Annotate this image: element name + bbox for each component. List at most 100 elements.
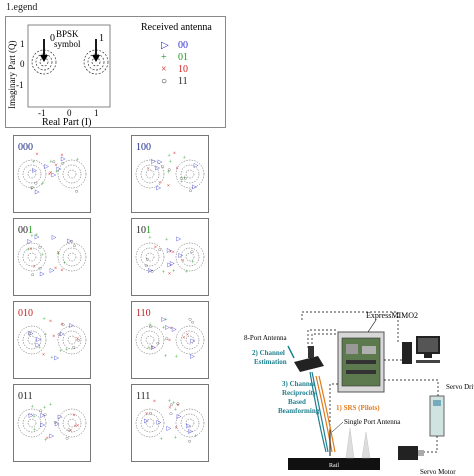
scatter-marker-11: ○	[156, 341, 160, 347]
scatter-marker-11: ○	[38, 245, 42, 251]
scatter-marker-01: +	[44, 438, 48, 444]
reference-circle	[62, 247, 82, 267]
scatter-marker-10: ×	[154, 245, 157, 251]
scatter-marker-00: ▷	[144, 419, 149, 425]
y-tick-minus1: -1	[16, 80, 24, 90]
reference-circle	[22, 330, 42, 350]
scatter-marker-00: ▷	[27, 239, 32, 245]
scatter-marker-10: ×	[46, 436, 49, 442]
scatter-marker-01: +	[174, 408, 178, 414]
reference-circle	[175, 325, 205, 355]
reference-circle	[57, 159, 87, 189]
legend-code-10: 10	[178, 64, 188, 75]
reference-circle	[57, 408, 87, 438]
y-tick-1: 1	[20, 39, 25, 49]
scatter-marker-10: ×	[52, 334, 55, 340]
scatter-marker-10: ×	[35, 152, 38, 158]
scatter-marker-01: +	[49, 402, 53, 408]
scatter-marker-10: ×	[60, 268, 63, 274]
scatter-marker-11: ○	[179, 176, 183, 182]
channel-estimation-label-1: 2) Channel	[252, 349, 285, 357]
scatter-marker-00: ▷	[192, 184, 197, 190]
scatter-marker-00: ▷	[167, 426, 172, 432]
reference-circle	[180, 330, 200, 350]
reference-circle	[67, 169, 77, 179]
pc-tower	[402, 342, 412, 364]
received-antenna-title: Received antenna	[141, 22, 212, 33]
reference-circle	[27, 252, 37, 262]
scatter-marker-01: +	[50, 356, 54, 362]
scatter-marker-01: +	[160, 437, 164, 443]
scatter-marker-01: +	[194, 434, 198, 440]
reciprocity-line2: Reciprocity	[282, 389, 317, 397]
panel-label-110: 110	[136, 308, 151, 319]
scatter-marker-00: ▷	[50, 268, 55, 274]
scatter-marker-01: +	[167, 170, 171, 176]
channel-estimation-label-2: Estimation	[254, 358, 287, 366]
reference-circle	[62, 413, 82, 433]
scatter-marker-10: ×	[158, 181, 161, 187]
scatter-marker-10: ×	[33, 265, 36, 271]
scatter-marker-11: ○	[149, 411, 153, 417]
reference-circle	[185, 335, 195, 345]
scatter-marker-01: +	[148, 323, 152, 329]
reference-circle	[145, 169, 155, 179]
scatter-marker-10: ×	[49, 319, 52, 325]
scatter-marker-00: ▷	[61, 156, 66, 162]
scatter-marker-00: ▷	[177, 414, 182, 420]
scatter-marker-00: ▷	[55, 422, 60, 428]
reciprocity-line1: 3) Channel	[282, 380, 315, 388]
reference-circle	[62, 164, 82, 184]
reference-circle	[17, 242, 47, 272]
scatter-marker-00: ▷	[35, 189, 40, 195]
scatter-marker-11: ○	[31, 273, 35, 279]
legend-marker-00: ▷	[161, 40, 169, 51]
scatter-marker-00: ▷	[176, 237, 181, 243]
scatter-marker-01: +	[26, 247, 30, 253]
scatter-marker-11: ○	[72, 345, 76, 351]
scatter-marker-11: ○	[161, 164, 165, 170]
scatter-marker-10: ×	[57, 251, 60, 257]
scatter-marker-10: ×	[186, 333, 189, 339]
scatter-marker-00: ▷	[151, 159, 156, 165]
scatter-marker-01: +	[167, 154, 171, 160]
scatter-marker-00: ▷	[49, 434, 54, 440]
scatter-marker-00: ▷	[190, 354, 195, 360]
scatter-marker-00: ▷	[36, 342, 41, 348]
reciprocity-line3: Based	[288, 398, 306, 406]
scatter-marker-01: +	[59, 349, 63, 355]
scatter-marker-11: ○	[150, 269, 154, 275]
scatter-marker-01: +	[164, 317, 168, 323]
scatter-marker-00: ▷	[151, 345, 156, 351]
scatter-marker-01: +	[175, 355, 179, 361]
scatter-marker-01: +	[65, 347, 69, 353]
x-axis-label: Real Part (I)	[42, 117, 91, 127]
servo-motor-label: Servo Motor	[420, 468, 456, 476]
reference-circle	[27, 335, 37, 345]
beam-lines	[309, 371, 329, 453]
scatter-marker-10: ×	[76, 423, 79, 429]
scatter-marker-01: +	[165, 237, 169, 243]
scatter-marker-11: ○	[57, 332, 61, 338]
scatter-marker-10: ×	[172, 250, 175, 256]
scatter-marker-00: ▷	[36, 337, 41, 343]
legend-code-00: 00	[178, 40, 188, 51]
scatter-marker-01: +	[76, 158, 80, 164]
scatter-marker-01: +	[35, 233, 39, 239]
scatter-marker-10: ×	[151, 345, 154, 351]
scatter-marker-00: ▷	[40, 271, 45, 277]
scatter-marker-01: +	[172, 401, 176, 407]
scatter-marker-00: ▷	[40, 413, 45, 419]
scatter-marker-11: ○	[75, 189, 79, 195]
panel-label-100: 100	[136, 142, 151, 153]
scatter-marker-00: ▷	[168, 263, 173, 269]
scatter-marker-10: ×	[42, 352, 45, 358]
reference-circle	[140, 164, 160, 184]
reference-circle	[67, 418, 77, 428]
reciprocity-line4: Beamforming	[278, 407, 320, 415]
scatter-marker-00: ▷	[67, 239, 72, 245]
constellation-panel-100: ▷+×○▷+×○▷+×○▷+×○▷+×○▷+100	[131, 135, 209, 213]
scatter-marker-00: ▷	[178, 253, 183, 259]
scatter-marker-00: ▷	[170, 261, 175, 267]
bpsk-label-line2: symbol	[54, 39, 81, 49]
